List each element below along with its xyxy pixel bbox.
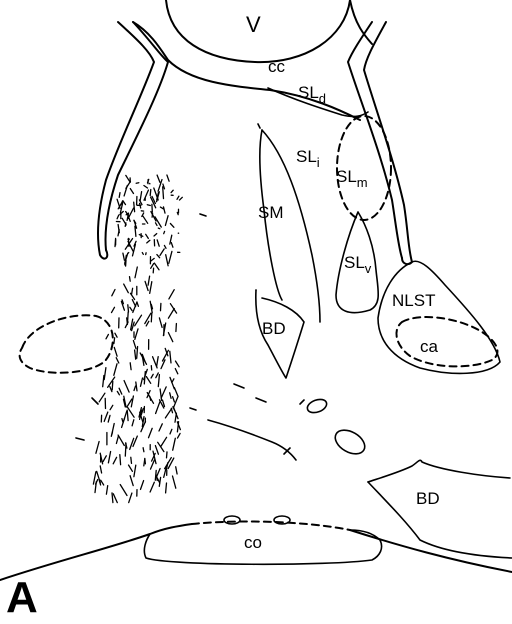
label-sl-intermediate: SLi [296, 147, 320, 170]
left-dashed-oval [20, 315, 113, 373]
label-nlst: NLST [392, 291, 435, 310]
left-ventricle-wall [98, 22, 168, 259]
label-sl-medial: SLm [336, 167, 368, 190]
label-septal-medial: SM [258, 203, 284, 222]
label-bd-lower: BD [416, 489, 440, 508]
label-ventricle: V [246, 12, 261, 37]
label-corpus-callosum: cc [268, 57, 286, 76]
right-ventricle-wall [348, 22, 412, 264]
panel-letter: A [6, 573, 38, 622]
label-bd-upper: BD [262, 319, 286, 338]
small-oval-upper [306, 397, 329, 415]
small-oval-lower [331, 425, 369, 458]
label-optic-chiasm: co [244, 533, 262, 552]
label-sl-dorsal: SLd [298, 83, 326, 106]
bd-lower-outline [368, 460, 512, 558]
label-anterior-commissure: ca [420, 337, 439, 356]
label-sl-ventral: SLv [344, 253, 372, 276]
anterior-commissure-dashed-outline [396, 317, 497, 366]
